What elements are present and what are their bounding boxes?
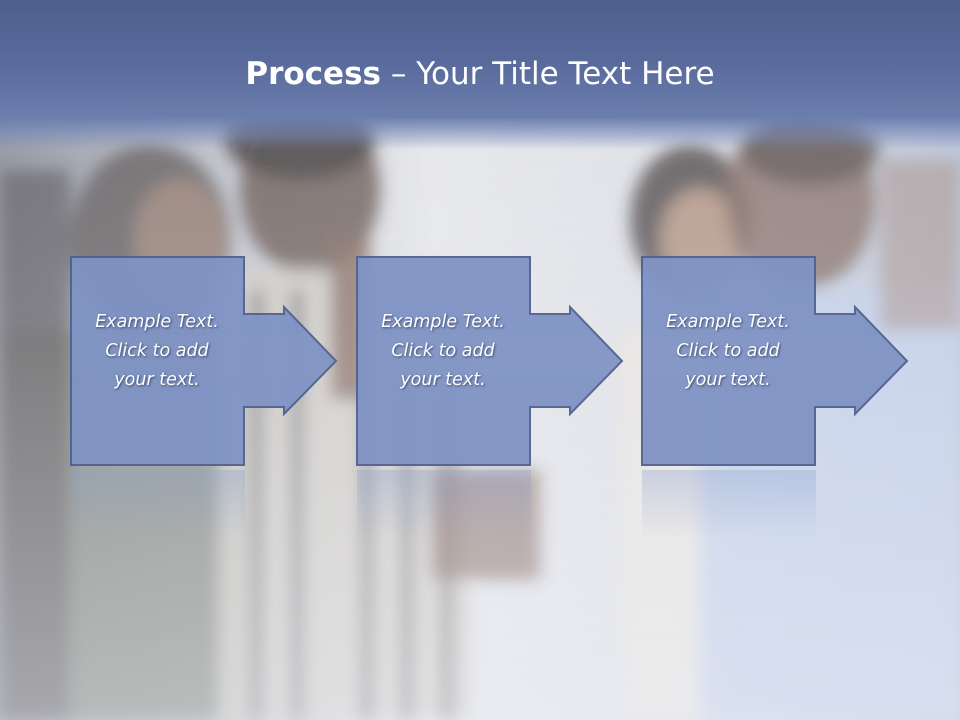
right-arrow-icon bbox=[356, 256, 624, 466]
step-shape bbox=[641, 256, 909, 466]
step-reflection bbox=[71, 470, 245, 540]
step-text: Example Text. Click to add your text. bbox=[356, 308, 530, 395]
title-bold: Process bbox=[245, 56, 381, 92]
step-text-line: Click to add bbox=[105, 341, 209, 361]
process-step-1[interactable]: Example Text. Click to add your text. bbox=[70, 256, 416, 470]
process-step-2[interactable]: Example Text. Click to add your text. bbox=[356, 256, 702, 470]
step-text: Example Text. Click to add your text. bbox=[70, 308, 244, 395]
step-text-line: Example Text. bbox=[95, 312, 219, 332]
step-reflection bbox=[642, 470, 816, 540]
step-shape bbox=[70, 256, 338, 466]
page-title[interactable]: Process – Your Title Text Here bbox=[0, 54, 960, 94]
step-reflection bbox=[357, 470, 531, 540]
right-arrow-icon bbox=[641, 256, 909, 466]
header-band bbox=[0, 0, 960, 150]
step-text-line: your text. bbox=[685, 370, 771, 390]
step-text-line: Click to add bbox=[676, 341, 780, 361]
step-text-line: your text. bbox=[400, 370, 486, 390]
step-text: Example Text. Click to add your text. bbox=[641, 308, 815, 395]
step-text-line: Click to add bbox=[391, 341, 495, 361]
step-text-line: Example Text. bbox=[666, 312, 790, 332]
step-shape bbox=[356, 256, 624, 466]
process-step-3[interactable]: Example Text. Click to add your text. bbox=[641, 256, 960, 470]
step-text-line: your text. bbox=[114, 370, 200, 390]
step-text-line: Example Text. bbox=[381, 312, 505, 332]
title-rest: – Your Title Text Here bbox=[381, 56, 715, 92]
